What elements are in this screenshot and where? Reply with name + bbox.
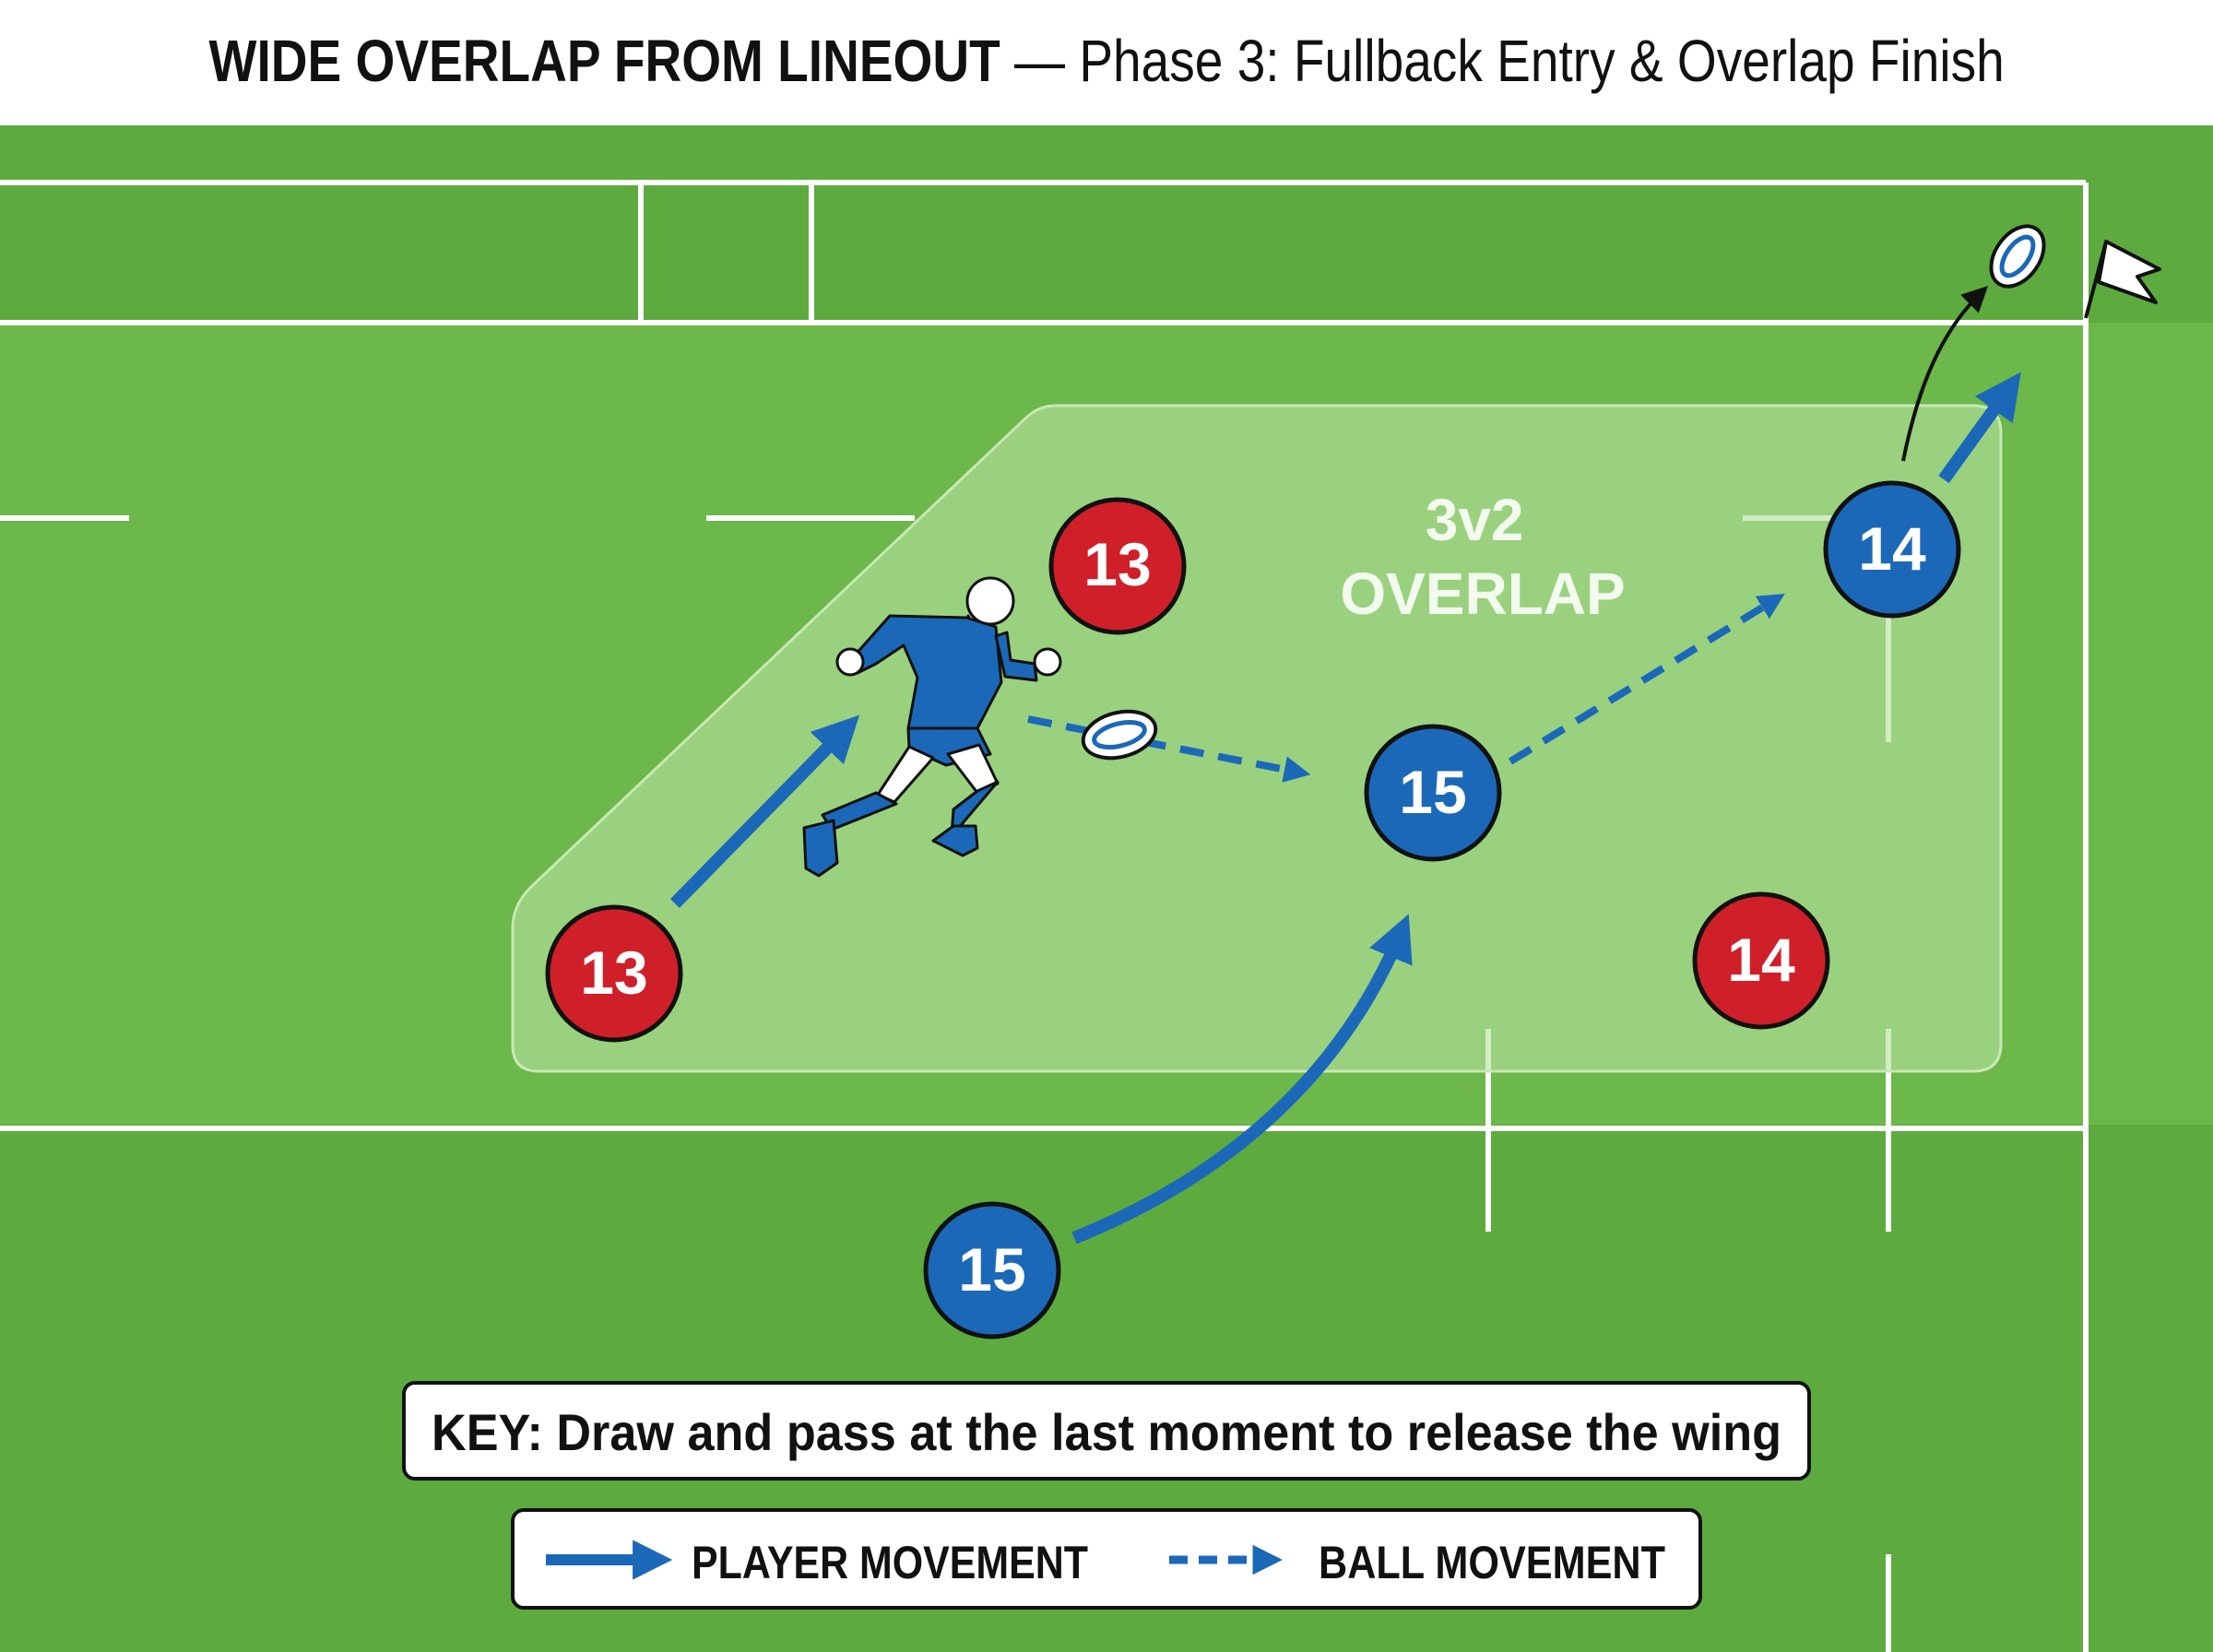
zone-label-line-1: 3v2 [1426, 487, 1524, 553]
finish-arrow [1901, 286, 1989, 462]
attacker-14: 14 [1823, 480, 1961, 619]
player-arrow-13-run [669, 714, 860, 908]
ball-pass-1 [1027, 715, 1311, 783]
rugby-ball-icon [1989, 224, 2046, 289]
legend-player-movement: PLAYER MOVEMENT [692, 1537, 1088, 1588]
zone-label-line-2: OVERLAP [1340, 560, 1625, 627]
player-number: 15 [1399, 758, 1466, 826]
player-number: 13 [580, 938, 647, 1007]
player-number: 13 [1083, 530, 1151, 598]
defender-13-top: 13 [1048, 497, 1187, 635]
key-note-box: KEY: Draw and pass at the last moment to… [402, 1381, 1811, 1481]
corner-flag-icon [2084, 240, 2161, 319]
player-movement-arrows [669, 372, 2021, 1245]
legend-ball-movement: BALL MOVEMENT [1319, 1537, 1665, 1588]
player-number: 15 [958, 1235, 1025, 1304]
player-number: 14 [1858, 514, 1926, 583]
title-separator: — [1013, 28, 1065, 94]
ball-pass-2 [1508, 593, 1785, 765]
rugby-ball-icon [1081, 709, 1158, 761]
title-main: WIDE OVERLAP FROM LINEOUT [208, 28, 1000, 94]
legend: PLAYER MOVEMENT BALL MOVEMENT [511, 1508, 1702, 1610]
zone-label: 3v2 OVERLAP [1340, 487, 1625, 627]
ball-movement-arrows [1027, 593, 1785, 783]
defender-13-bottom: 13 [545, 904, 683, 1043]
defender-14: 14 [1692, 891, 1830, 1030]
player-arrow-15-loop [1071, 914, 1413, 1245]
player-number: 14 [1727, 926, 1795, 994]
title-bar: WIDE OVERLAP FROM LINEOUT — Phase 3: Ful… [0, 0, 2213, 125]
title-subtitle: Phase 3: Fullback Entry & Overlap Finish [1079, 28, 2005, 94]
running-player-icon [802, 576, 1062, 878]
attacker-15-start: 15 [923, 1201, 1061, 1339]
attacker-15-receive: 15 [1364, 724, 1502, 862]
rugby-pitch-diagram: 3v2 OVERLAP [0, 125, 2213, 1652]
diagram-title: WIDE OVERLAP FROM LINEOUT — Phase 3: Ful… [208, 27, 2004, 95]
overlap-zone [511, 404, 2003, 1073]
key-note-text: KEY: Draw and pass at the last moment to… [432, 1403, 1781, 1461]
player-arrow-14-run [1938, 372, 2021, 484]
